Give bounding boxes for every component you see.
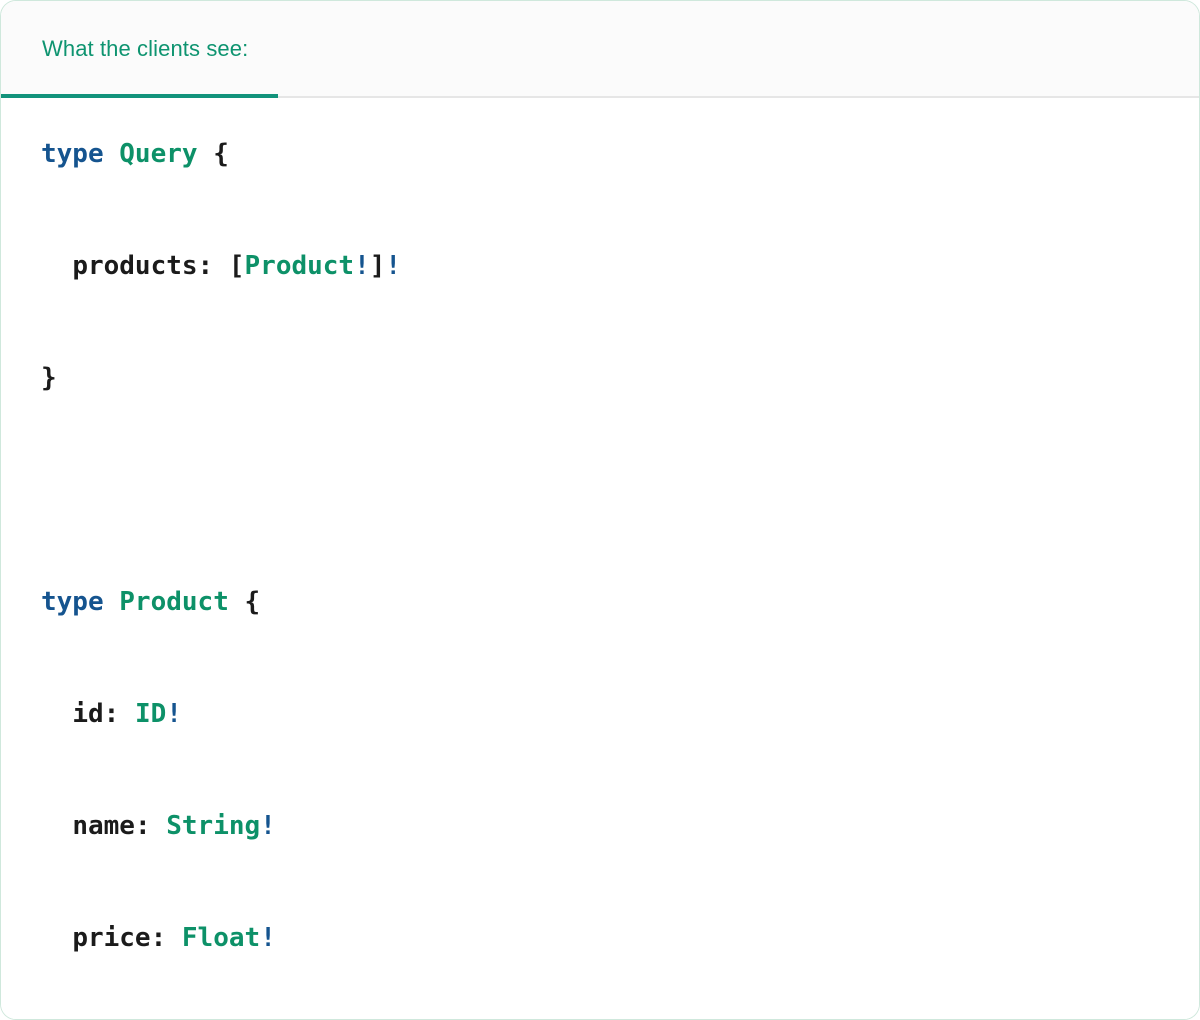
code-token-bang: !	[260, 811, 276, 841]
code-token-plain	[104, 587, 120, 617]
code-token-punct: [	[228, 251, 245, 281]
code-token-punct: :	[197, 251, 229, 281]
code-line: name: String!	[41, 798, 1159, 854]
code-token-field: name	[72, 811, 135, 841]
code-token-bang: !	[385, 251, 402, 281]
code-token-type: String	[166, 811, 261, 841]
code-line	[41, 462, 1159, 518]
code-line: type Query {	[41, 126, 1159, 182]
code-token-plain	[229, 587, 245, 617]
tab-bar: What the clients see:	[1, 1, 1199, 98]
code-token-plain	[41, 251, 72, 281]
code-area: type Query { products: [Product!]! } typ…	[1, 98, 1199, 1019]
code-token-plain	[198, 139, 214, 169]
code-token-plain	[41, 475, 57, 505]
code-token-punct: :	[134, 811, 167, 841]
code-token-punct: }	[41, 363, 57, 393]
code-token-plain	[41, 811, 72, 841]
code-line: type Product {	[41, 574, 1159, 630]
code-token-bang: !	[166, 699, 182, 729]
code-token-punct: {	[244, 587, 261, 617]
code-token-field: products	[72, 251, 198, 281]
code-token-kw: type	[41, 139, 104, 169]
code-line: price: Float!	[41, 910, 1159, 966]
tab-what-the-clients-see[interactable]: What the clients see:	[1, 1, 279, 98]
code-token-punct: :	[150, 923, 182, 953]
code-token-type: ID	[134, 699, 167, 729]
code-token-kw: type	[41, 587, 104, 617]
code-token-type: Query	[119, 139, 198, 169]
code-token-plain	[41, 923, 72, 953]
code-line: }	[41, 350, 1159, 406]
graphql-schema-code[interactable]: type Query { products: [Product!]! } typ…	[1, 126, 1199, 1019]
code-token-type: Float	[181, 923, 261, 953]
code-token-bang: !	[354, 251, 370, 281]
tab-label: What the clients see:	[42, 35, 249, 61]
code-token-punct: :	[103, 699, 135, 729]
code-token-type: Product	[119, 587, 229, 617]
code-token-plain	[104, 139, 120, 169]
code-line: products: [Product!]!	[41, 238, 1159, 294]
code-token-punct: ]	[369, 251, 386, 281]
code-token-bang: !	[260, 923, 276, 953]
code-token-field: id	[72, 699, 104, 729]
code-token-type: Product	[244, 251, 355, 281]
code-token-plain	[41, 699, 72, 729]
code-line: id: ID!	[41, 686, 1159, 742]
code-token-punct: {	[213, 139, 229, 169]
code-token-field: price	[72, 923, 151, 953]
